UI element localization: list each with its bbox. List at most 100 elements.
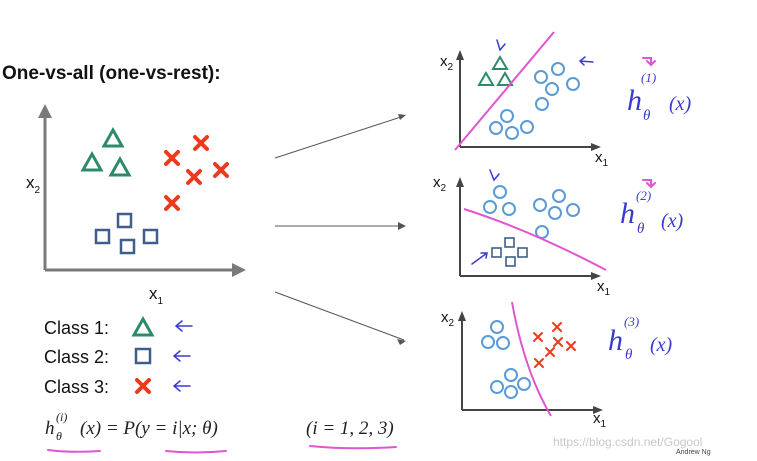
legend-triangle-icon xyxy=(131,315,155,337)
legend-class1-label: Class 1: xyxy=(44,318,109,338)
rest-point xyxy=(552,189,566,203)
plot2-pointer-arrow-icon xyxy=(471,252,488,265)
rest-point xyxy=(504,385,518,399)
formula-superscript: (i) xyxy=(56,410,67,424)
rest-point xyxy=(566,203,580,217)
legend-square-icon xyxy=(134,347,152,365)
main-x-axis-arrowhead xyxy=(232,263,246,277)
class1-triangle xyxy=(108,155,132,177)
plot1-pointer-icon xyxy=(496,39,506,52)
class2-square xyxy=(94,228,111,245)
plot3-x-label: x1 xyxy=(593,410,607,430)
main-y-axis-arrowhead xyxy=(38,104,52,118)
connector-arrowhead xyxy=(398,114,406,120)
rest-point xyxy=(483,200,497,214)
formula-subscript: θ xyxy=(56,429,62,443)
plot1-hypothesis-sup: (1) xyxy=(641,70,656,85)
rest-point xyxy=(504,368,518,382)
rest-point xyxy=(496,336,510,350)
plot2-hypothesis-sup: (2) xyxy=(636,188,651,203)
plot2-x-label: x1 xyxy=(597,278,611,298)
main-x-label: x1 xyxy=(149,284,164,307)
rest-point xyxy=(500,109,514,123)
rest-point xyxy=(502,202,516,216)
rest-point xyxy=(548,206,562,220)
rest-point xyxy=(533,198,547,212)
slide-title: One-vs-all (one-vs-rest): xyxy=(2,63,221,84)
formula-underline xyxy=(309,445,397,450)
plot1-y-label: x2 xyxy=(440,53,454,73)
class3-cross xyxy=(545,347,555,357)
class2-square xyxy=(142,228,159,245)
rest-point xyxy=(517,377,531,391)
main-y-label: x2 xyxy=(26,173,41,196)
class3-cross xyxy=(566,341,576,351)
plot1-hypothesis-sub: θ xyxy=(643,108,651,124)
class2-square xyxy=(119,238,136,255)
small-plot-3: x2 x1 h (3) θ (x) xyxy=(441,301,673,430)
plot2-decision-boundary xyxy=(463,208,607,271)
class3-cross xyxy=(164,150,180,166)
author-credit: Andrew Ng xyxy=(676,449,711,456)
rest-point xyxy=(493,185,507,199)
legend-pointer-arrow-icon xyxy=(172,380,191,392)
plot3-hypothesis-h: h xyxy=(608,324,623,357)
connector-arrows xyxy=(274,114,406,345)
rest-point xyxy=(551,62,565,76)
formula-index-range: (i = 1, 2, 3) xyxy=(306,418,394,439)
main-plot: x2 x1 xyxy=(26,104,246,307)
class1-triangle xyxy=(80,150,104,172)
class1-triangle xyxy=(491,55,509,70)
class3-cross xyxy=(213,162,229,178)
plot2-hypothesis-arg: (x) xyxy=(661,210,684,232)
plot1-hypothesis-arg: (x) xyxy=(669,93,692,115)
class1-triangle xyxy=(477,71,495,86)
plot1-x-label: x1 xyxy=(595,149,609,169)
connector-arrow xyxy=(274,115,405,159)
class-legend: Class 1: Class 2: Class 3: xyxy=(44,315,193,397)
legend-pointer-arrow-icon xyxy=(172,350,191,362)
plot2-x-arrowhead xyxy=(591,272,601,280)
plot2-pointer-icon xyxy=(489,169,500,182)
class3-cross xyxy=(533,332,543,342)
small-plot-2: x2 x1 h (2) θ (x) xyxy=(433,169,684,298)
formula-h: h xyxy=(45,418,55,439)
formula-underline xyxy=(47,449,101,453)
rest-point xyxy=(520,120,534,134)
connector-arrowhead xyxy=(398,222,406,230)
connector-arrowhead xyxy=(397,339,406,345)
rest-point xyxy=(566,77,580,91)
formula-body: (x) = P(y = i|x; θ) xyxy=(80,418,218,439)
class3-cross xyxy=(193,135,209,151)
plot1-pink-mark-icon xyxy=(642,57,656,67)
rest-point xyxy=(535,97,549,111)
watermark: https://blog.csdn.net/Gogool xyxy=(553,435,702,449)
plot3-hypothesis-sub: θ xyxy=(625,347,633,363)
plot3-y-label: x2 xyxy=(441,309,455,329)
plot2-pink-mark-icon xyxy=(642,179,656,189)
class2-square xyxy=(505,256,516,267)
rest-point xyxy=(489,121,503,135)
plot1-hypothesis-h: h xyxy=(627,84,642,117)
plot1-y-arrowhead xyxy=(456,50,464,60)
class1-triangle xyxy=(101,126,125,148)
class3-cross xyxy=(552,322,562,332)
connector-arrow xyxy=(274,291,405,341)
class2-square xyxy=(517,247,528,258)
plot3-y-arrowhead xyxy=(458,311,466,321)
legend-class2-label: Class 2: xyxy=(44,347,109,367)
class2-square xyxy=(116,212,133,229)
small-plot-1: x2 x1 h (1) θ (x) xyxy=(440,31,692,169)
legend-pointer-arrow-icon xyxy=(174,320,193,332)
plot3-hypothesis-arg: (x) xyxy=(650,334,673,356)
plot1-decision-boundary xyxy=(454,31,555,151)
formula-underline xyxy=(165,450,227,454)
class2-square xyxy=(504,237,515,248)
class3-cross xyxy=(186,169,202,185)
plot1-x-arrowhead xyxy=(591,143,601,151)
rest-point xyxy=(545,82,559,96)
plot2-y-label: x2 xyxy=(433,174,447,194)
legend-class3-label: Class 3: xyxy=(44,377,109,397)
rest-point xyxy=(490,380,504,394)
